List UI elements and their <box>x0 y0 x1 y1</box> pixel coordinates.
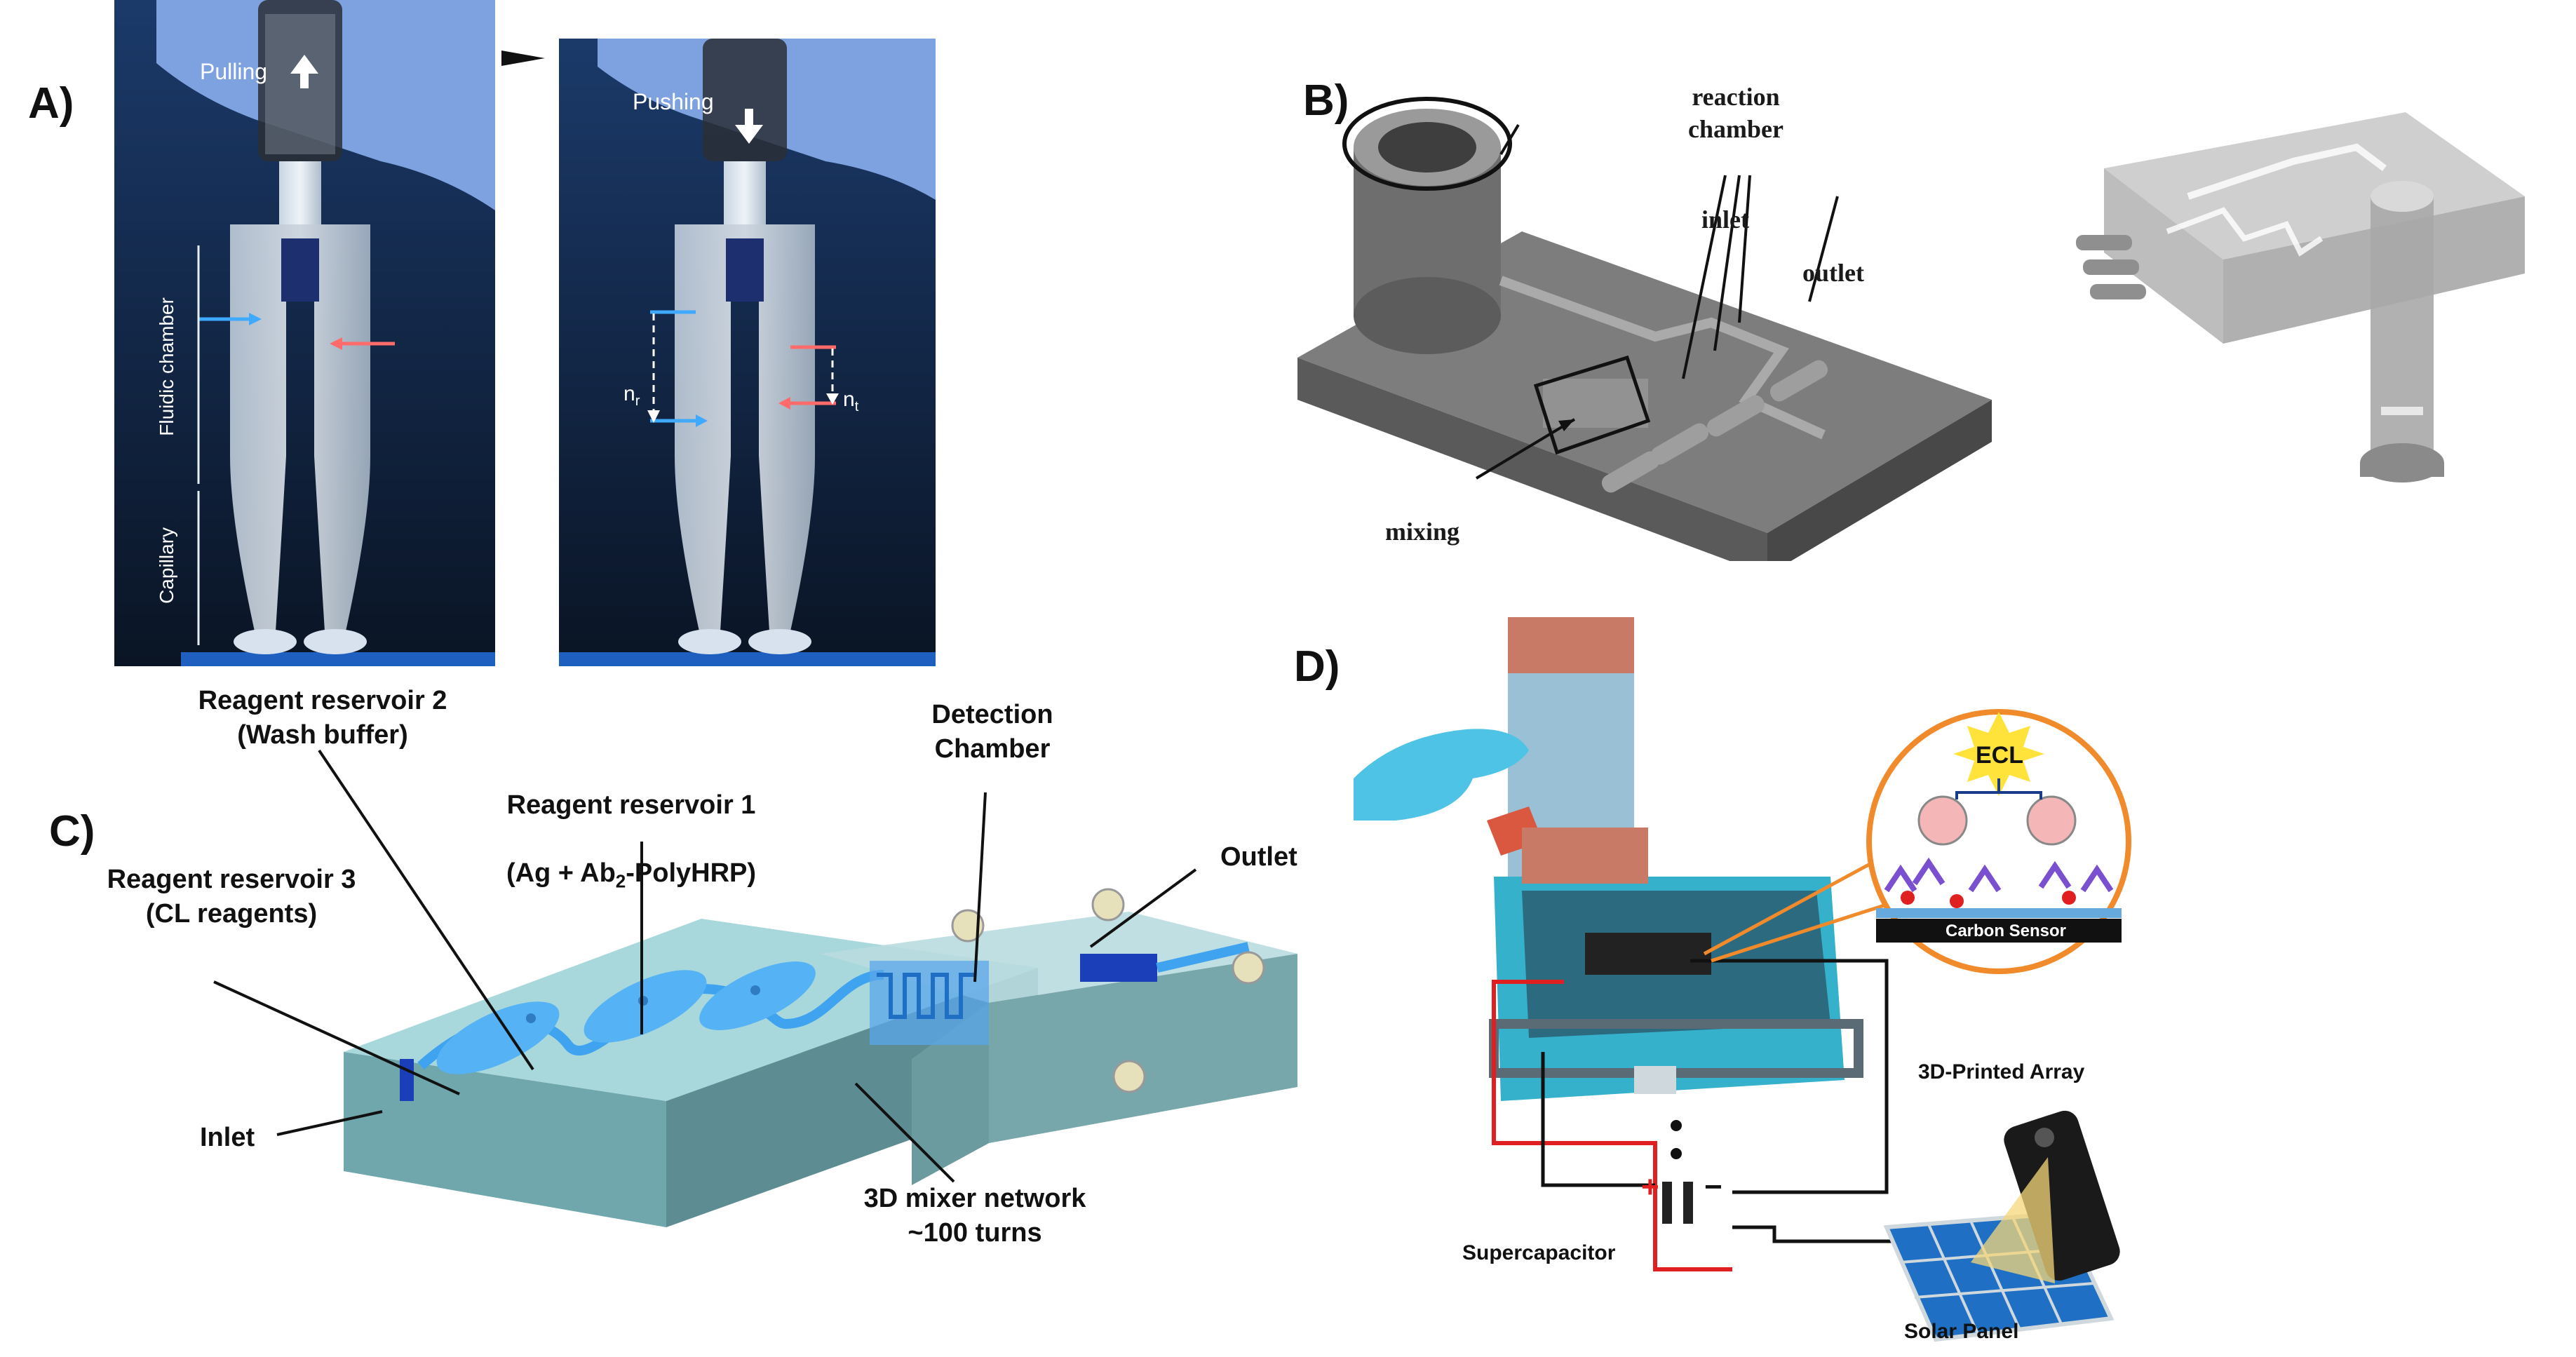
panel-a-letter: A) <box>28 79 74 128</box>
carbon-sensor-label: Carbon Sensor <box>1945 921 2067 940</box>
reaction-chamber-label: reaction chamber <box>1688 83 1783 144</box>
panel-d-letter: D) <box>1294 642 1340 691</box>
supercapacitor-label: Supercapacitor <box>1462 1241 1616 1264</box>
microfluidic-array-3d-model <box>344 888 1297 1227</box>
arrow-down-icon <box>735 125 763 144</box>
nt-label: nt <box>843 360 858 417</box>
reservoir-1-line2-post: -PolyHRP) <box>626 858 757 888</box>
syringe-device-image <box>114 0 495 666</box>
reservoir-1-line1: Reagent reservoir 1 <box>506 790 756 820</box>
ecl-label: ECL <box>1976 742 2023 769</box>
reservoir-3-label: Reagent reservoir 3 (CL reagents) <box>107 865 356 929</box>
reservoir-1-label: Reagent reservoir 1 (Ag + Ab2-PolyHRP) <box>484 754 778 893</box>
chip-transparent-view <box>2076 112 2525 482</box>
arrow-up-icon <box>290 55 318 74</box>
inlet-label-c: Inlet <box>200 1123 255 1152</box>
pushing-label: Pushing <box>633 89 714 114</box>
syringe-device-image-2 <box>559 39 936 666</box>
nr-subscript: r <box>635 393 640 410</box>
solar-panel-label: Solar Panel <box>1904 1320 2019 1343</box>
printed-array-label: 3D-Printed Array <box>1918 1060 2085 1083</box>
panel-b-letter: B) <box>1303 76 1349 125</box>
mixer-network-label: 3D mixer network ~100 turns <box>863 1184 1086 1248</box>
minus-terminal-label: − <box>1704 1170 1722 1204</box>
reservoir-2-label: Reagent reservoir 2 (Wash buffer) <box>198 686 447 750</box>
panel-a-photo-pushing: Pushing nr nt <box>559 39 936 666</box>
nr-base: n <box>623 382 635 406</box>
nt-base: n <box>843 388 855 412</box>
pulling-label: Pulling <box>200 59 268 84</box>
chip-isometric-view <box>1297 97 1992 561</box>
reservoir-1-sub: 2 <box>615 870 626 892</box>
panel-c-letter: C) <box>49 807 95 856</box>
detection-chamber-label: Detection Chamber <box>931 700 1053 764</box>
microfluidic-chip-3d-model <box>1297 97 2525 561</box>
plus-terminal-label: + <box>1641 1170 1659 1204</box>
nr-label: nr <box>623 354 640 411</box>
inlet-label-b: inlet <box>1701 205 1749 234</box>
sequence-arrow-icon <box>501 50 545 66</box>
nt-subscript: t <box>854 399 859 415</box>
ecl-array-device-illustration <box>1354 617 2131 1342</box>
outlet-label-b: outlet <box>1802 259 1864 287</box>
reservoir-1-line2-pre: (Ag + Ab <box>506 858 616 888</box>
outlet-label-c: Outlet <box>1220 842 1297 872</box>
mixing-label: mixing <box>1385 518 1460 546</box>
panel-a-photo-pulling: Pulling Fluidic chamber Capillary <box>114 0 495 666</box>
